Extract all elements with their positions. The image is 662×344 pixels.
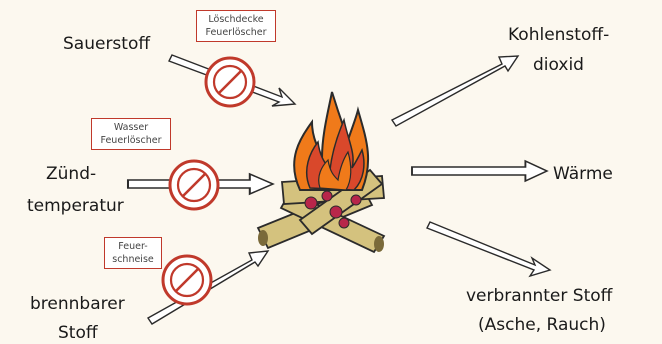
label-ignition-line2: temperatur <box>27 196 124 216</box>
prohibition-icon <box>161 254 213 306</box>
arrow-co2 <box>390 55 520 127</box>
extinguish-label: Feuerlöscher <box>100 135 162 146</box>
label-fuel-line2: Stoff <box>58 323 98 343</box>
label-oxygen: Sauerstoff <box>63 34 151 54</box>
extinguish-label: Feuer- <box>118 241 148 252</box>
extinguish-label: schneise <box>112 254 154 265</box>
extinguish-label: Feuerlöscher <box>205 27 267 38</box>
label-ignition-line1: Zünd- <box>46 164 97 184</box>
extinguish-box-fuel: Feuer- schneise <box>104 237 162 269</box>
label-fuel-line1: brennbarer <box>30 294 125 314</box>
arrow-residue <box>426 221 552 278</box>
extinguish-box-ignition: Wasser Feuerlöscher <box>91 118 171 150</box>
extinguish-box-oxygen: Löschdecke Feuerlöscher <box>196 10 276 42</box>
extinguish-label: Wasser <box>113 122 149 133</box>
extinguish-label: Löschdecke <box>208 14 264 25</box>
label-heat: Wärme <box>553 164 613 184</box>
label-co2-line1: Kohlenstoff- <box>508 25 610 45</box>
label-co2-line2: dioxid <box>533 55 584 75</box>
fire-icon <box>256 91 386 254</box>
arrow-heat <box>411 160 548 182</box>
prohibition-icon <box>204 56 256 108</box>
label-residue-line2: (Asche, Rauch) <box>478 315 606 335</box>
prohibition-icon <box>168 159 220 211</box>
label-residue-line1: verbrannter Stoff <box>466 286 613 306</box>
